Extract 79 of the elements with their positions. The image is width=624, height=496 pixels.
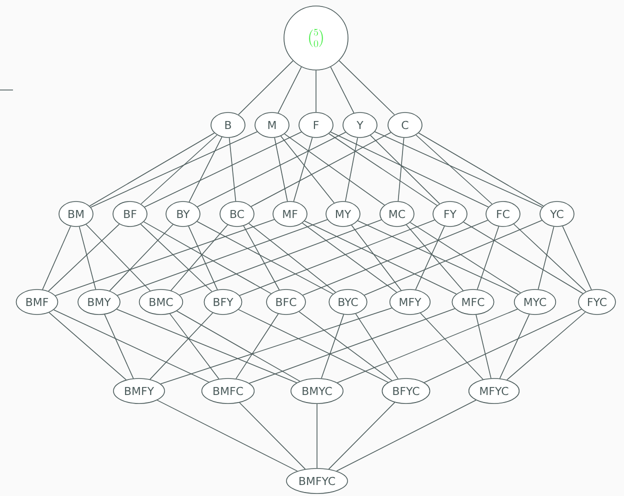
connector-line [328, 133, 438, 206]
connector-line [248, 223, 336, 293]
connector-line [476, 226, 500, 290]
connector-line [117, 219, 328, 296]
connector-line [188, 226, 218, 290]
connector-line [243, 226, 280, 290]
connector-line [513, 224, 586, 292]
connector-line [463, 222, 584, 294]
connector-line [250, 132, 392, 207]
connector-line [236, 313, 279, 380]
connector-line [420, 312, 484, 380]
connector-line [144, 132, 302, 208]
connector-line [330, 66, 354, 114]
connector-line [274, 137, 288, 202]
connector-line [415, 226, 445, 290]
connector-line [143, 221, 272, 294]
connector-line [140, 134, 218, 204]
connector-line [90, 131, 258, 208]
connector-line [238, 60, 294, 116]
connector-line [398, 137, 404, 202]
connector-line [562, 226, 592, 290]
connector-line [506, 312, 586, 380]
connector-line [302, 220, 488, 296]
connector-line [284, 134, 385, 206]
connector-line [196, 221, 334, 294]
connector-line [499, 314, 530, 379]
connector-line [150, 312, 214, 380]
connector-line [78, 226, 96, 290]
connector-line [278, 66, 302, 114]
connector-line [357, 220, 519, 295]
connector-line [109, 224, 174, 292]
connector-line [302, 222, 398, 293]
connector-line [48, 224, 120, 292]
connector-line [418, 132, 544, 206]
connector-line [239, 402, 306, 470]
connector-line [116, 308, 298, 384]
connector-line [104, 314, 134, 379]
connector-line [293, 137, 313, 202]
connector-line [238, 309, 389, 383]
connector-line [364, 220, 542, 296]
connector-line [416, 134, 492, 204]
connector-line [248, 308, 456, 384]
connector-line [538, 226, 554, 290]
connector-line [280, 136, 335, 204]
connector-line [316, 404, 318, 468]
connector-line [170, 224, 228, 291]
connector-line [179, 219, 382, 296]
connector-line [48, 312, 127, 380]
connector-line [304, 220, 457, 294]
connector-line [176, 310, 300, 382]
connector-line [86, 224, 151, 292]
connector-line [54, 219, 275, 296]
connector-line [228, 137, 236, 202]
connector-line [42, 226, 71, 290]
connector-line [321, 314, 344, 379]
connector-line [374, 131, 543, 208]
connector-line [89, 132, 215, 206]
connector-line [140, 224, 212, 292]
connector-line [424, 308, 582, 383]
connector-line [328, 402, 396, 470]
connector-line [351, 224, 402, 291]
connector-line [410, 222, 521, 294]
connector-line [239, 220, 435, 296]
connector-line [170, 313, 220, 380]
connector-line [476, 314, 492, 379]
connector-line [156, 400, 298, 472]
connector-line [330, 132, 489, 208]
connector-line [355, 313, 398, 380]
connector-line [370, 134, 440, 204]
connector-line [188, 136, 222, 202]
connector-line [406, 224, 464, 291]
connector-line [338, 60, 395, 116]
connector-line [345, 137, 358, 202]
connector-line [160, 308, 392, 384]
connector-line [298, 311, 392, 381]
connector-line [336, 400, 476, 472]
connector-line [197, 132, 346, 208]
connector-line [336, 308, 518, 384]
connector-line [53, 309, 210, 382]
